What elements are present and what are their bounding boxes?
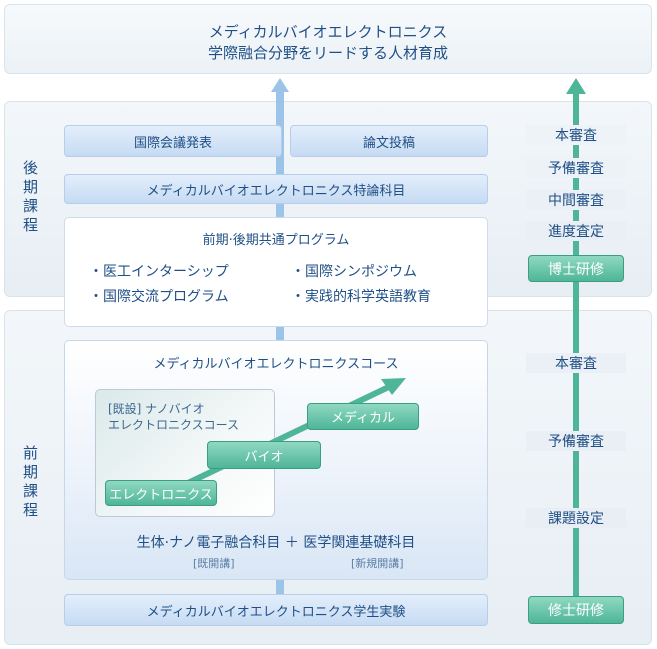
label-master: 前期課程 xyxy=(21,445,39,521)
step-bio: バイオ xyxy=(207,441,321,469)
header-subtitle: 学際融合分野をリードする人材育成 xyxy=(207,44,448,62)
review-label: 本審査 xyxy=(526,353,626,373)
existing-course-line1: [既設] ナノバイオ xyxy=(108,402,205,416)
master-training-badge: 修士研修 xyxy=(528,596,624,624)
progress-arrow xyxy=(163,378,406,497)
note-existing: [既開講] xyxy=(193,557,235,570)
conference-box: 国際会議発表 xyxy=(64,125,282,157)
existing-course-line2: エレクトロニクスコース xyxy=(108,418,240,432)
step-electronics: エレクトロニクス xyxy=(105,480,217,506)
label-doctoral: 後期課程 xyxy=(21,160,39,236)
header-panel: メディカルバイオエレクトロニクス 学際融合分野をリードする人材育成 xyxy=(4,4,652,74)
special-subjects-box: メディカルバイオエレクトロニクス特論科目 xyxy=(64,174,488,204)
doctoral-training-badge: 博士研修 xyxy=(528,255,624,282)
course-title: メディカルバイオエレクトロニクスコース xyxy=(153,357,399,372)
course-card: メディカルバイオエレクトロニクスコース [既設] ナノバイオ エレクトロニクスコ… xyxy=(64,340,488,580)
review-label: 予備審査 xyxy=(526,158,626,178)
program-item: ・国際交流プログラム xyxy=(89,289,229,305)
review-label: 中間審査 xyxy=(526,190,626,210)
experiment-box: メディカルバイオエレクトロニクス学生実験 xyxy=(64,594,488,626)
review-label: 予備審査 xyxy=(526,431,626,451)
review-label: 本審査 xyxy=(526,125,626,145)
subjects-line: 生体·ナノ電子融合科目 ＋ 医学関連基礎科目 xyxy=(136,535,416,551)
header-title: メディカルバイオエレクトロニクス xyxy=(208,23,448,41)
program-item: ・国際シンポジウム xyxy=(291,264,417,280)
review-label: 課題設定 xyxy=(526,508,626,528)
program-item: ・医工インターシップ xyxy=(89,264,229,280)
review-label: 進度査定 xyxy=(526,221,626,241)
common-program-title: 前期·後期共通プログラム xyxy=(202,233,350,248)
common-program-card: 前期·後期共通プログラム ・医工インターシップ ・国際シンポジウム ・国際交流プ… xyxy=(64,217,488,327)
note-new: [新規開講] xyxy=(351,557,404,570)
paper-box: 論文投稿 xyxy=(290,125,488,157)
program-item: ・実践的科学英語教育 xyxy=(291,289,431,305)
step-medical: メディカル xyxy=(307,403,419,430)
